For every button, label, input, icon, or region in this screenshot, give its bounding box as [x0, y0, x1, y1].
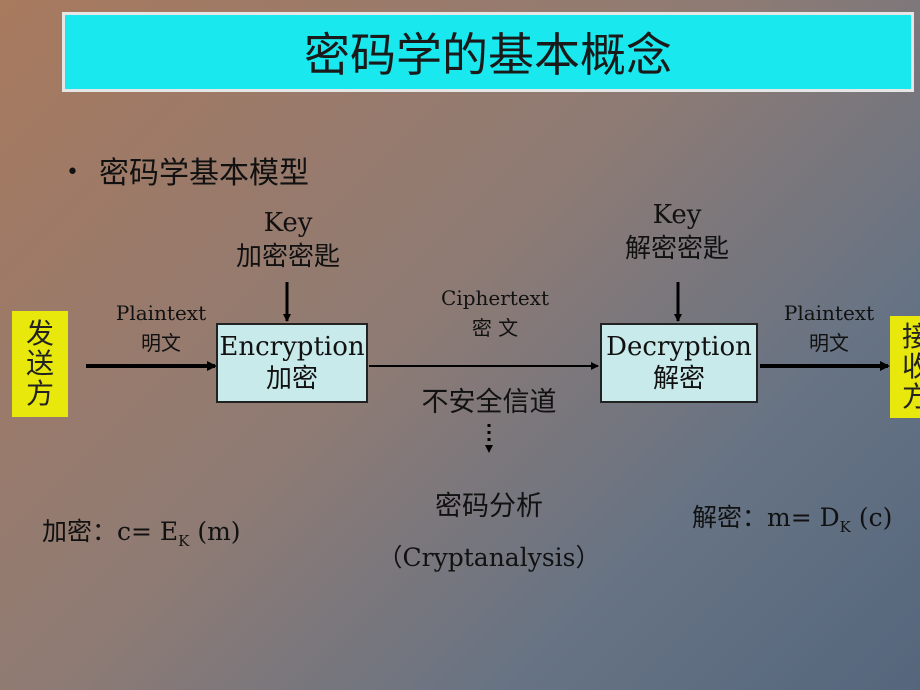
receiver-char: 收: [902, 350, 920, 383]
cryptanalysis-en: （Cryptanalysis）: [377, 543, 601, 572]
receiver-box: 接 收 方: [890, 316, 920, 418]
dec-key-zh: 解密密匙: [624, 234, 729, 264]
cryptanalysis-zh: 密码分析: [435, 491, 543, 522]
encryption-box: Encryption 加密: [216, 323, 368, 403]
bullet-dot-icon: •: [66, 160, 79, 185]
encryption-formula: 加密：c= EK (m): [42, 512, 241, 550]
plaintext-right-zh: 明文: [809, 331, 849, 355]
enc-formula-suffix: (m): [189, 517, 241, 546]
receiver-char: 方: [902, 380, 920, 413]
decryption-formula: 解密：m= DK (c): [692, 498, 892, 536]
plaintext-right-en: Plaintext: [783, 301, 875, 325]
decryption-key-label: Key 解密密匙: [612, 198, 742, 266]
bullet-text: 密码学基本模型: [98, 156, 309, 191]
encryption-zh: 加密: [265, 364, 318, 394]
encryption-key-label: Key 加密密匙: [226, 206, 350, 274]
enc-key-zh: 加密密匙: [235, 242, 340, 272]
enc-formula-sub: K: [178, 532, 190, 550]
plaintext-right-label: Plaintext 明文: [774, 298, 884, 358]
plaintext-left-label: Plaintext 明文: [106, 298, 216, 358]
slide-title: 密码学的基本概念: [62, 12, 914, 92]
sender-box: 发 送 方: [12, 311, 68, 417]
dec-formula-suffix: (c): [850, 503, 893, 532]
plaintext-left-en: Plaintext: [115, 301, 207, 325]
decryption-zh: 解密: [652, 364, 705, 394]
plaintext-left-zh: 明文: [141, 331, 181, 355]
enc-key-en: Key: [263, 208, 313, 238]
dec-formula-prefix: 解密：m= D: [692, 503, 840, 532]
decryption-box: Decryption 解密: [600, 323, 758, 403]
decryption-en: Decryption: [606, 332, 752, 362]
bullet-item: • 密码学基本模型: [66, 148, 309, 192]
ciphertext-label: Ciphertext 密 文: [430, 283, 560, 343]
ciphertext-zh: 密 文: [471, 316, 519, 340]
ciphertext-en: Ciphertext: [441, 286, 549, 310]
dec-formula-sub: K: [839, 518, 851, 536]
insecure-channel-label: 不安全信道: [421, 387, 557, 418]
enc-formula-prefix: 加密：c= E: [42, 517, 179, 546]
sender-char: 发: [25, 317, 54, 350]
receiver-char: 接: [902, 320, 920, 353]
sender-char: 方: [25, 377, 54, 410]
dec-key-en: Key: [652, 200, 702, 230]
encryption-en: Encryption: [219, 332, 365, 362]
sender-char: 送: [25, 347, 54, 380]
